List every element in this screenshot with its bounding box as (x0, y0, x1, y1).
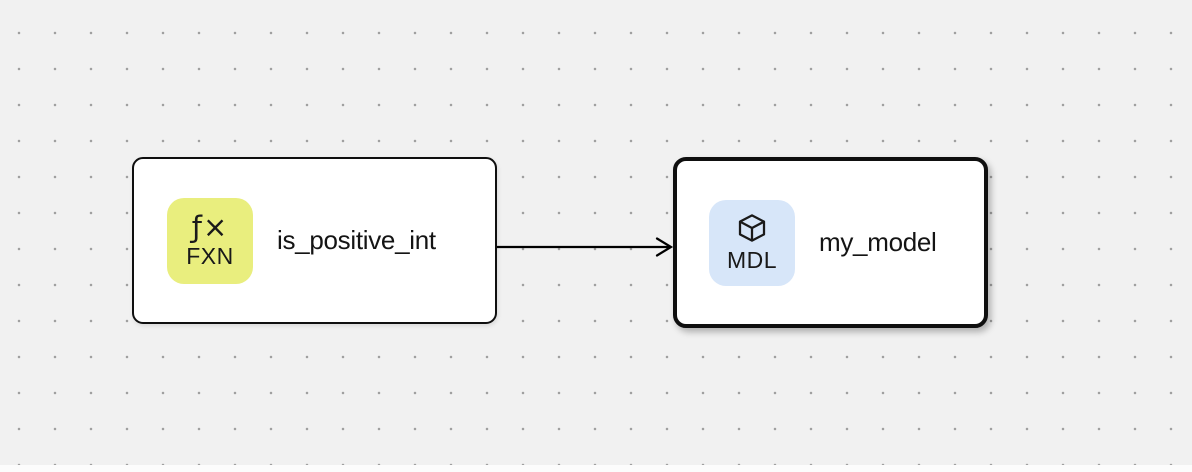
node-my-model[interactable]: MDL my_model (673, 157, 988, 328)
badge-type-label: MDL (726, 246, 778, 273)
function-icon: ƒ× (191, 210, 229, 244)
badge-type-label: FXN (186, 243, 234, 269)
cube-icon (738, 213, 766, 242)
node-is-positive-int[interactable]: ƒ× FXN is_positive_int (132, 157, 497, 324)
node-label: is_positive_int (277, 225, 436, 255)
edge-arrow[interactable] (497, 235, 675, 259)
node-label: my_model (819, 227, 937, 257)
function-type-badge: ƒ× FXN (167, 197, 253, 284)
canvas-bottom-edge (0, 465, 1192, 472)
model-type-badge: MDL (709, 199, 795, 286)
